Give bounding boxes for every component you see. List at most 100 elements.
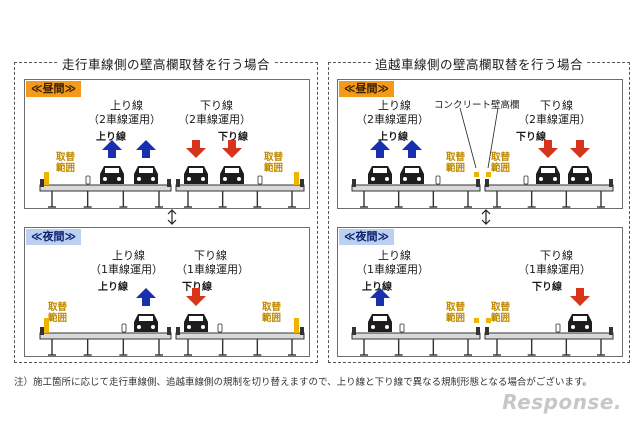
left-day-down-dir: 下り線 [218, 132, 248, 143]
right-night-down-1-car-window [573, 316, 587, 321]
right-night-up-barrier [399, 323, 405, 333]
right-night-left-work-zone [474, 318, 479, 323]
left-day-down-2-down-arrow-icon [222, 140, 242, 158]
left-day-down-1-car-window [189, 168, 203, 173]
left-night-down-barrier [217, 323, 223, 333]
right-night-down-1-car-light [585, 325, 589, 329]
left-day-up-1-car-window [105, 168, 119, 173]
left-day-up-curb-left [40, 179, 44, 187]
left-night-down-1-down-arrow-icon [186, 288, 206, 306]
left-day-down-2-car-light [237, 177, 241, 181]
left-day-badge: ≪昼間≫ [26, 81, 82, 97]
left-day-right-work-zone [294, 172, 299, 185]
right-day-up-sub: （2車線運用） [356, 113, 429, 126]
right-night-down-curb-right [609, 327, 613, 335]
right-night-up-sub: （1車線運用） [356, 263, 429, 276]
right-night-down-1-down-arrow-icon [570, 288, 590, 306]
right-night-up-title: 上り線 [378, 249, 411, 262]
right-day-up-2-car-light [403, 177, 407, 181]
footnote: 注）施工箇所に応じて走行車線側、追越車線側の規制を切り替えますので、上り線と下り… [14, 377, 592, 388]
right-day-down-2-car-light [571, 177, 575, 181]
left-day-up-2-car-light [151, 177, 155, 181]
right-day-up-barrier [435, 175, 441, 185]
right-day-up-1-car-window [373, 168, 387, 173]
right-day-work-left: 取替 範囲 [446, 152, 466, 174]
left-night-down-curb-left [176, 327, 180, 335]
right-day-left-work-zone [474, 172, 479, 177]
left-section-title: 走行車線側の壁高欄取替を行う場合 [57, 57, 274, 72]
left-day-down-sub: （2車線運用） [178, 113, 251, 126]
left-day-up-1-car-light [117, 177, 121, 181]
right-night-up-deck [351, 332, 481, 340]
left-night-down-sub: （1車線運用） [176, 263, 249, 276]
left-day-down-curb-right [300, 179, 304, 187]
right-day-down-curb-right [609, 179, 613, 187]
right-day-down-1-car-light [539, 177, 543, 181]
concrete-pointer-line [487, 107, 499, 169]
left-day-down-1-down-arrow-icon [186, 140, 206, 158]
left-day-left-work-zone [44, 172, 49, 185]
left-night-up-dir: 上り線 [98, 282, 128, 293]
right-day-down-1-down-arrow-icon [538, 140, 558, 158]
right-night-badge: ≪夜間≫ [339, 229, 395, 245]
left-night-down-curb-right [300, 327, 304, 335]
left-day-up-deck [39, 184, 172, 192]
right-day-up-1-up-arrow-icon [370, 140, 390, 158]
right-day-down-2-car-window [573, 168, 587, 173]
right-section-title: 追越車線側の壁高欄取替を行う場合 [370, 57, 587, 72]
left-night-up-1-up-arrow-icon [136, 288, 156, 306]
left-day-down-1-car-light [187, 177, 191, 181]
left-night-up-curb-left [40, 327, 44, 335]
left-day-night-swap-arrow-icon [167, 219, 177, 225]
left-day-down-2-car-light [223, 177, 227, 181]
left-night-up-barrier [121, 323, 127, 333]
response-logo: Response. [502, 390, 622, 414]
left-day-up-dir: 上り線 [96, 132, 126, 143]
left-night-left-work-zone [44, 318, 49, 333]
right-night-up-dir: 上り線 [362, 282, 392, 293]
right-night-work-left: 取替 範囲 [446, 302, 466, 324]
right-night-up-1-car-light [371, 325, 375, 329]
left-day-up-title: 上り線 [110, 99, 143, 112]
right-day-down-sub: （2車線運用） [518, 113, 591, 126]
left-night-right-work-zone [294, 318, 299, 333]
left-day-down-1-car-light [201, 177, 205, 181]
right-day-up-curb-left [352, 179, 356, 187]
right-day-down-curb-left [485, 179, 489, 187]
left-day-up-curb-right [167, 179, 171, 187]
right-day-up-2-car-light [417, 177, 421, 181]
right-day-night-swap-arrow-icon [481, 219, 491, 225]
left-night-down-1-car-light [187, 325, 191, 329]
left-night-down-1-car-window [189, 316, 203, 321]
right-day-night-swap-arrow-icon [481, 209, 491, 215]
left-night-up-1-car-window [139, 316, 153, 321]
right-night-down-1-car-light [571, 325, 575, 329]
right-day-down-2-car-light [585, 177, 589, 181]
right-night-down-barrier [555, 323, 561, 333]
left-day-up-2-up-arrow-icon [136, 140, 156, 158]
right-day-up-dir: 上り線 [378, 132, 408, 143]
left-night-down-1-car-light [201, 325, 205, 329]
right-day-right-work-zone [486, 172, 491, 177]
right-day-work-right: 取替 範囲 [491, 152, 511, 174]
left-night-down-deck [175, 332, 305, 340]
right-night-work-right: 取替 範囲 [491, 302, 511, 324]
right-day-badge: ≪昼間≫ [339, 81, 395, 97]
right-night-down-deck [484, 332, 614, 340]
right-day-up-2-car-window [405, 168, 419, 173]
right-day-down-2-down-arrow-icon [570, 140, 590, 158]
left-night-up-1-car-light [137, 325, 141, 329]
right-night-down-curb-left [485, 327, 489, 335]
left-day-work-left: 取替 範囲 [56, 152, 76, 174]
left-night-down-title: 下り線 [194, 249, 227, 262]
right-day-up-1-car-light [385, 177, 389, 181]
right-night-down-title: 下り線 [540, 249, 573, 262]
left-night-down-dir: 下り線 [182, 282, 212, 293]
left-day-down-2-car-window [225, 168, 239, 173]
left-day-up-2-car-window [139, 168, 153, 173]
left-night-badge: ≪夜間≫ [26, 229, 82, 245]
left-night-up-1-car-light [151, 325, 155, 329]
right-day-down-barrier [523, 175, 529, 185]
right-night-down-dir: 下り線 [532, 282, 562, 293]
right-night-right-work-zone [486, 318, 491, 323]
